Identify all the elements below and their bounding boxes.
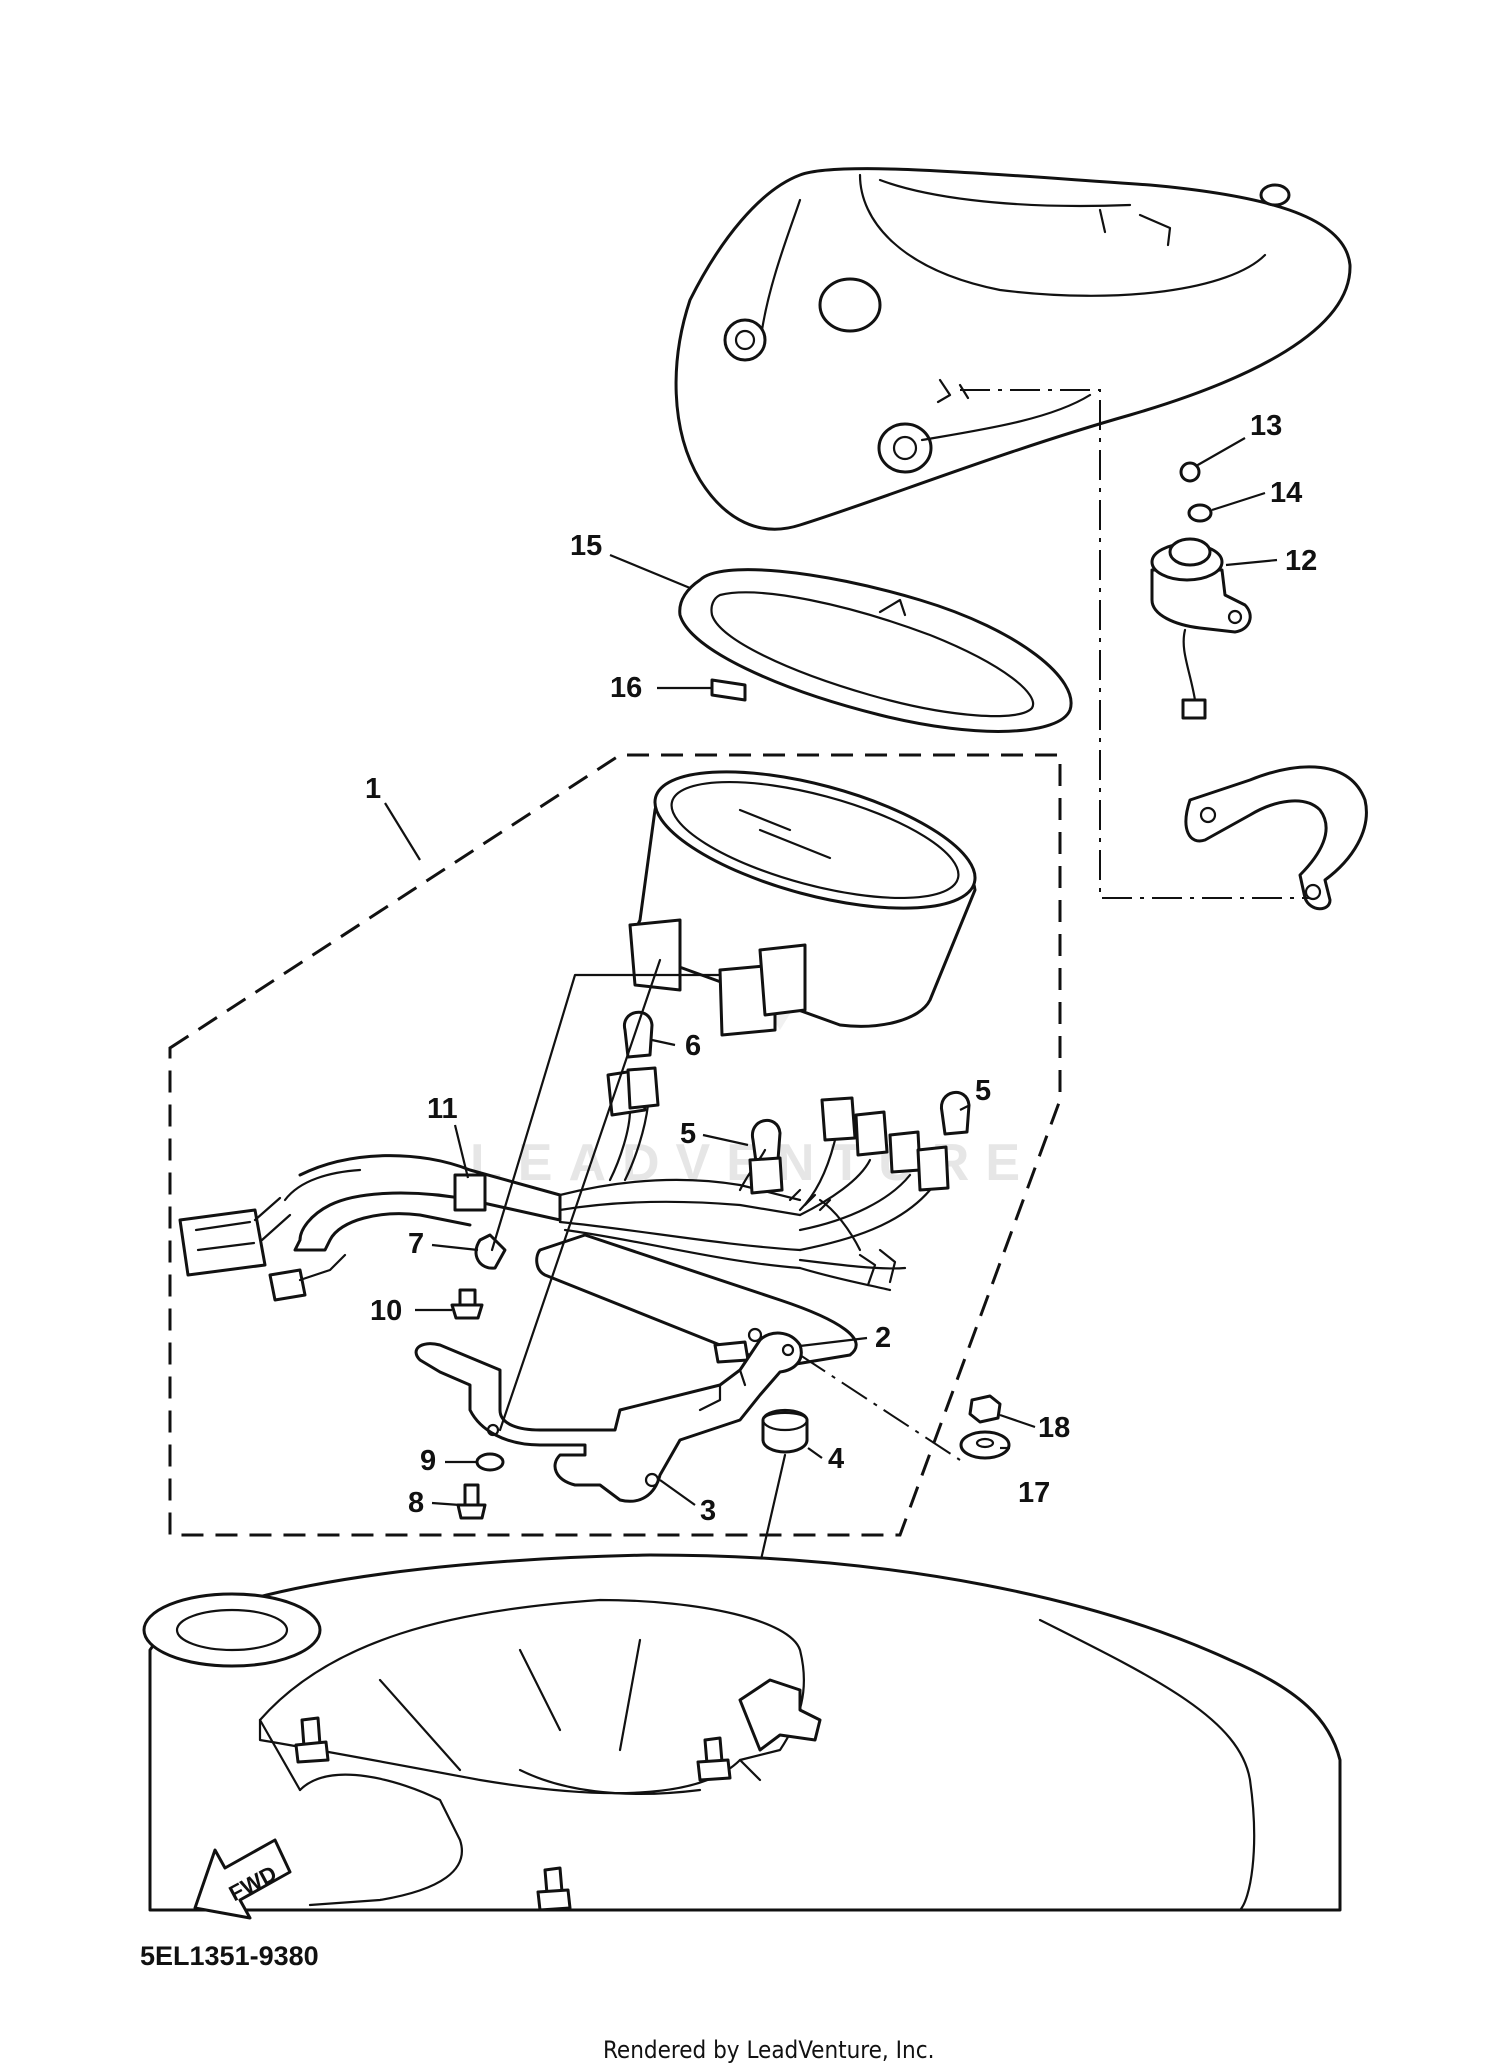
- clamp: [474, 1233, 507, 1270]
- bulb-5b: [940, 1090, 971, 1136]
- screw-10: [450, 1288, 484, 1320]
- callout-18: 18: [1038, 1412, 1070, 1444]
- callout-3: 3: [700, 1495, 716, 1527]
- callout-17: 17: [1018, 1477, 1050, 1509]
- callout-16: 16: [610, 672, 642, 704]
- callout-5a: 5: [680, 1118, 696, 1150]
- meter-housing: [674, 167, 1352, 531]
- washer-9: [475, 1452, 505, 1472]
- callout-14: 14: [1270, 477, 1302, 509]
- chain-line-housing: [960, 389, 1310, 899]
- assembly-line-7: [490, 973, 722, 1252]
- screw-8: [456, 1483, 487, 1520]
- grommet: [761, 1408, 809, 1454]
- damper-pad: [710, 678, 747, 702]
- diagram-code: 5EL1351-9380: [140, 1941, 319, 1971]
- callout-6: 6: [685, 1030, 701, 1062]
- meter-body: [628, 770, 977, 1037]
- callout-2: 2: [875, 1322, 891, 1354]
- callout-15: 15: [570, 530, 602, 562]
- bulb-5a: [751, 1118, 782, 1164]
- wire-harness: [178, 1066, 950, 1302]
- assembly-line-2: [498, 958, 662, 1432]
- reset-switch: [1150, 461, 1252, 720]
- callout-4: 4: [828, 1443, 844, 1475]
- callout-12: 12: [1285, 545, 1317, 577]
- chain-line-17: [799, 1354, 961, 1461]
- callout-5b: 5: [975, 1075, 991, 1107]
- tank-mount: [142, 1553, 1342, 1912]
- callout-13: 13: [1250, 410, 1282, 442]
- callout-labels: 1 2 3 4 5 5 6 7 8 9 10 11 12 13 14 15 16…: [365, 410, 1317, 1527]
- render-credit: Rendered by LeadVenture, Inc.: [603, 2036, 934, 2064]
- mount-bracket-upper: [1184, 765, 1368, 911]
- bezel-ring: [678, 568, 1073, 733]
- leader-lines: [384, 437, 1278, 1507]
- callout-1: 1: [365, 773, 381, 805]
- callout-8: 8: [408, 1487, 424, 1519]
- callout-7: 7: [408, 1228, 424, 1260]
- callout-11: 11: [427, 1093, 458, 1125]
- callout-10: 10: [370, 1295, 402, 1327]
- nut-18: [968, 1394, 1002, 1424]
- callout-9: 9: [420, 1445, 436, 1477]
- washer-17: [959, 1430, 1011, 1460]
